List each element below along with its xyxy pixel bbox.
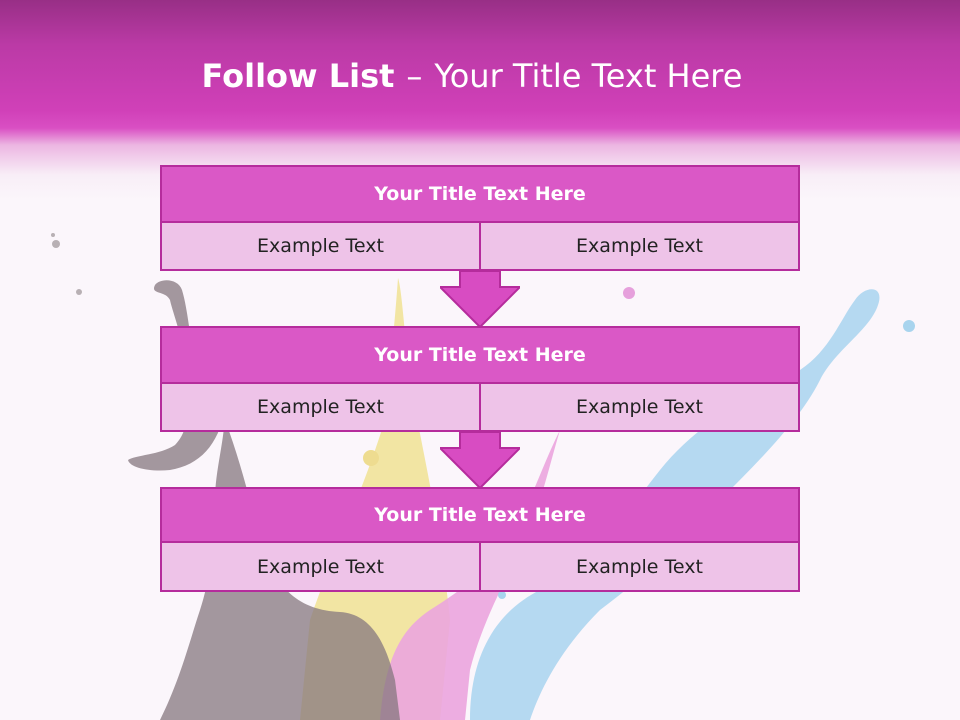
droplet — [363, 450, 379, 466]
block-cell-right: Example Text — [479, 541, 800, 592]
slide-title: Follow List–Your Title Text Here — [0, 54, 944, 98]
block-title: Your Title Text Here — [160, 487, 800, 543]
list-block-2: Your Title Text Here Example Text Exampl… — [160, 326, 800, 433]
block-cell-left: Example Text — [160, 221, 481, 271]
droplet — [51, 233, 55, 237]
droplet — [52, 240, 60, 248]
block-cell-right: Example Text — [479, 382, 800, 432]
droplet — [76, 289, 82, 295]
block-title: Your Title Text Here — [160, 326, 800, 384]
droplet — [903, 320, 915, 332]
pink-splash — [380, 430, 560, 720]
list-block-3: Your Title Text Here Example Text Exampl… — [160, 487, 800, 592]
slide-title-separator: – — [406, 57, 423, 95]
block-title: Your Title Text Here — [160, 165, 800, 223]
list-block-1: Your Title Text Here Example Text Exampl… — [160, 165, 800, 272]
slide-title-text: Your Title Text Here — [434, 57, 743, 95]
slide-title-bold: Follow List — [201, 57, 395, 95]
droplet — [623, 287, 635, 299]
down-arrow-icon — [440, 431, 520, 489]
block-cell-right: Example Text — [479, 221, 800, 271]
down-arrow-icon — [440, 270, 520, 328]
droplet — [498, 591, 506, 599]
block-cell-left: Example Text — [160, 382, 481, 432]
block-cell-left: Example Text — [160, 541, 481, 592]
